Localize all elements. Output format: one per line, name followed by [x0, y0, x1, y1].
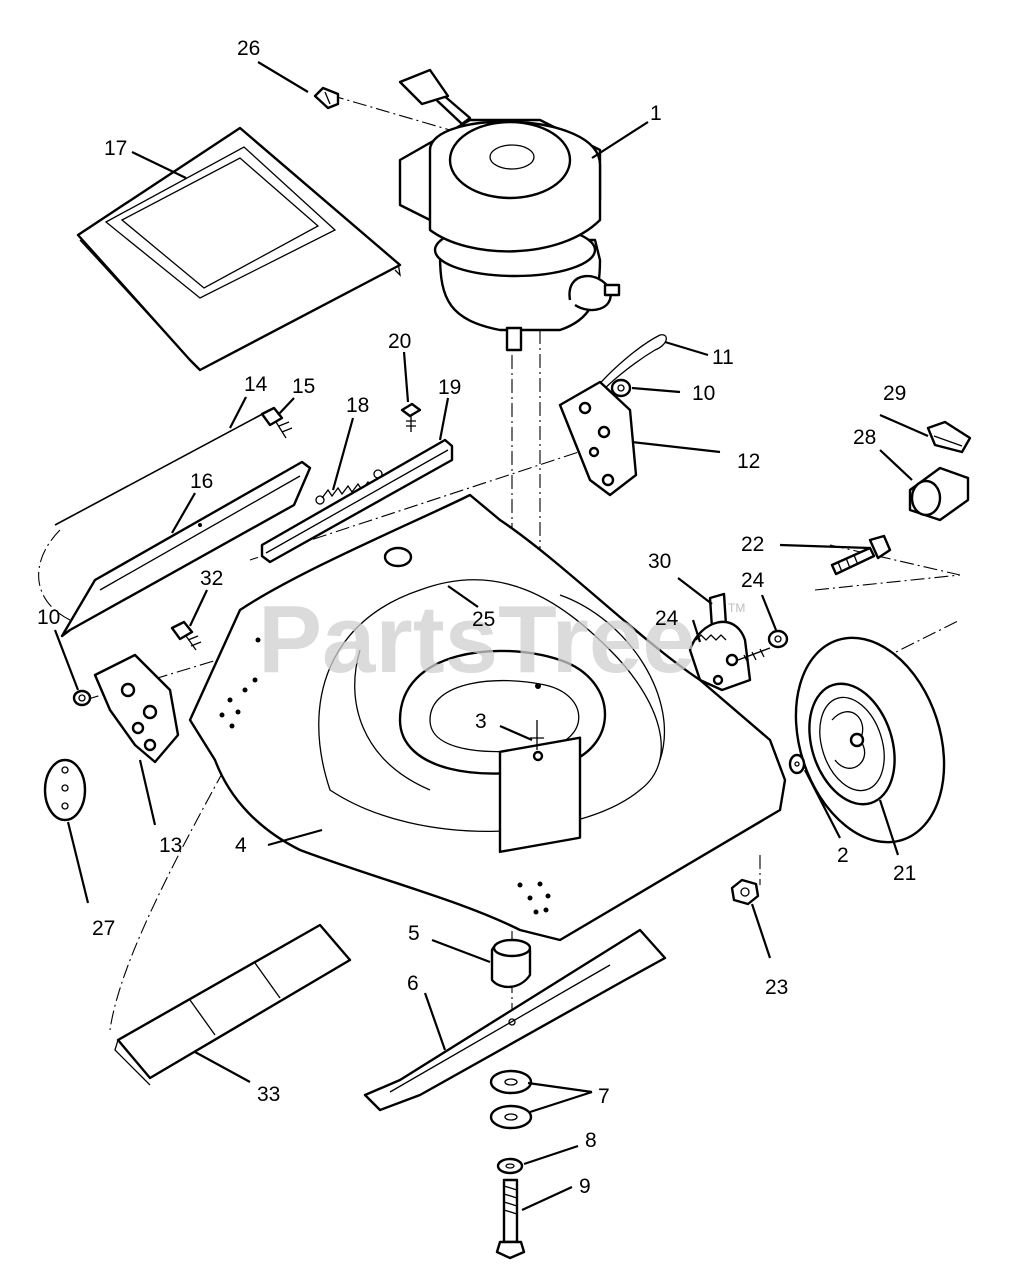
- callout-21: 21: [893, 862, 916, 885]
- part-10-nut-right: [610, 378, 632, 398]
- callout-18: 18: [346, 394, 369, 417]
- part-4-mower-deck: [188, 493, 787, 942]
- watermark-text: PartsTree: [258, 586, 696, 693]
- callout-12: 12: [737, 450, 760, 473]
- part-10-nut-left: [72, 689, 92, 707]
- callout-10-right: 10: [692, 382, 715, 405]
- callout-28: 28: [853, 426, 876, 449]
- callout-14: 14: [244, 373, 268, 396]
- part-14-hinge-rod: [54, 409, 271, 526]
- part-24-height-adjuster: [688, 620, 771, 692]
- part-1-engine: [398, 68, 621, 352]
- callout-29: 29: [883, 382, 906, 405]
- callout-33: 33: [257, 1083, 280, 1106]
- part-8-lock-washer: [496, 1157, 524, 1175]
- part-28-bushing: [908, 466, 970, 522]
- callout-22: 22: [741, 533, 764, 556]
- part-13-axle-bracket-left: [93, 653, 180, 764]
- callout-5: 5: [408, 922, 420, 945]
- watermark: PartsTree TM: [258, 586, 745, 693]
- part-17-rear-shield: [76, 126, 402, 372]
- callout-27: 27: [92, 917, 115, 940]
- callout-3: 3: [475, 710, 487, 733]
- watermark-trademark: TM: [728, 601, 745, 615]
- callout-2: 2: [837, 844, 849, 867]
- part-3-screw: [532, 750, 544, 762]
- callout-24-bottom: 24: [655, 607, 679, 630]
- callout-16: 16: [190, 470, 213, 493]
- part-22-shoulder-bolt: [830, 534, 892, 576]
- callout-9: 9: [579, 1175, 591, 1198]
- callout-13: 13: [159, 834, 182, 857]
- leader-lines: [53, 61, 929, 1211]
- callout-1: 1: [650, 102, 662, 125]
- callout-19: 19: [438, 376, 461, 399]
- callout-7: 7: [598, 1085, 610, 1108]
- part-16-hinge-bracket: [60, 460, 312, 638]
- part-21-wheel: [794, 636, 946, 844]
- part-11-hairpin-clip: [589, 334, 667, 401]
- part-27-hubcap: [43, 758, 87, 822]
- part-23-hex-nut: [730, 878, 760, 906]
- callout-8: 8: [585, 1129, 597, 1152]
- part-6-blade: [363, 928, 667, 1112]
- part-9-blade-bolt: [495, 1178, 526, 1260]
- part-7-blade-washers: [489, 1069, 533, 1130]
- part-24-nut: [767, 629, 789, 649]
- callout-11: 11: [712, 346, 734, 369]
- callout-20: 20: [388, 330, 411, 353]
- part-33-deflector: [114, 923, 352, 1086]
- callout-26: 26: [237, 37, 260, 60]
- callout-24-top: 24: [741, 569, 765, 592]
- callout-labels: 26 1 17 20 11 19 10 29 14 15 18 28 12 16…: [37, 37, 916, 1198]
- part-20-screw: [400, 402, 422, 432]
- callout-15: 15: [292, 375, 315, 398]
- part-26-boot: [313, 86, 340, 110]
- callout-6: 6: [407, 972, 419, 995]
- callout-23: 23: [765, 976, 788, 999]
- part-2-washer: [788, 753, 806, 775]
- part-15-screw: [260, 406, 293, 439]
- part-12-axle-bracket-right: [558, 380, 638, 497]
- callout-10-left: 10: [37, 606, 60, 629]
- part-29-wheel-cap: [926, 420, 972, 454]
- callout-25: 25: [472, 608, 495, 631]
- callout-30: 30: [648, 550, 671, 573]
- callout-17: 17: [104, 137, 127, 160]
- part-5-blade-adapter: [490, 938, 532, 989]
- callout-4: 4: [235, 834, 247, 857]
- part-19-deflector-bar: [260, 438, 454, 564]
- callout-32: 32: [200, 567, 223, 590]
- part-32-screw: [170, 620, 202, 651]
